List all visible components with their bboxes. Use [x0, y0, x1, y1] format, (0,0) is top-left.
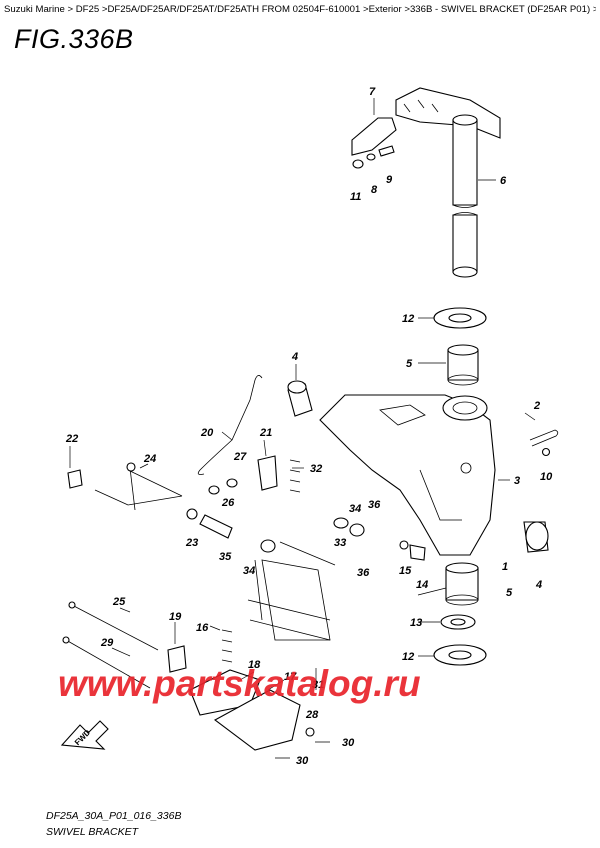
callout-18: 18 [248, 659, 261, 671]
callout-15: 15 [399, 565, 412, 577]
callout-5a: 5 [406, 358, 413, 370]
callout-14: 14 [416, 579, 428, 591]
parts-2-10-pin [529, 429, 559, 457]
parts-14-15 [399, 540, 426, 561]
callout-7: 7 [369, 86, 376, 98]
callout-33: 33 [334, 537, 346, 549]
callout-24: 24 [143, 453, 156, 465]
parts-17-18-clamp [189, 669, 301, 751]
parts-28-30 [275, 727, 330, 759]
drawing-name: SWIVEL BRACKET [46, 826, 138, 838]
figure-title: FIG.336B [14, 24, 134, 54]
callout-32: 32 [310, 463, 322, 475]
callout-4b: 4 [535, 579, 542, 591]
callout-12a: 12 [402, 313, 414, 325]
part-13-washer [440, 614, 476, 630]
part-12-washer-lower [433, 644, 487, 666]
callout-34b: 34 [243, 565, 255, 577]
callout-2: 2 [533, 400, 540, 412]
parts-22-24-lever [67, 462, 183, 511]
callout-13: 13 [410, 617, 422, 629]
breadcrumb: Suzuki Marine > DF25 >DF25A/DF25AR/DF25A… [4, 4, 596, 15]
part-20-wire [197, 375, 263, 475]
callout-29: 29 [100, 637, 114, 649]
callout-8: 8 [371, 184, 378, 196]
watermark: www.partskatalog.ru [58, 663, 421, 704]
parts-8-9-11-fasteners [352, 145, 395, 169]
parts-21-27-clip [226, 455, 278, 491]
parts-23-26-35-pins [186, 485, 276, 553]
part-4-bushings [287, 380, 549, 553]
callout-11: 11 [350, 191, 361, 203]
callout-5b: 5 [506, 587, 513, 599]
callout-4a: 4 [291, 351, 298, 363]
parts-25-29-bolts [62, 601, 159, 689]
callout-25: 25 [112, 596, 126, 608]
callout-10: 10 [540, 471, 553, 483]
part-5-bushing-lower [445, 562, 479, 606]
part-5-bushing-upper [447, 344, 479, 386]
callout-22: 22 [65, 433, 78, 445]
callout-3: 3 [514, 475, 520, 487]
callout-30b: 30 [296, 755, 309, 767]
callout-26: 26 [221, 497, 235, 509]
callout-31: 31 [312, 679, 324, 691]
callout-28: 28 [305, 709, 319, 721]
callout-1: 1 [502, 561, 508, 573]
callout-36a: 36 [368, 499, 381, 511]
callout-35: 35 [219, 551, 232, 563]
callout-19: 19 [169, 611, 182, 623]
callout-36b: 36 [357, 567, 370, 579]
callout-16: 16 [196, 622, 209, 634]
parts-16-19 [167, 629, 233, 673]
callout-30a: 30 [342, 737, 355, 749]
callout-17: 17 [284, 671, 297, 683]
callout-labels: 7 11 8 9 6 12 5 4 2 10 20 21 27 32 22 24… [65, 86, 553, 767]
fwd-arrow-icon [60, 720, 109, 750]
part-31-tilt-lever [247, 541, 336, 641]
part-3-swivel-bracket [319, 394, 496, 556]
callout-9: 9 [386, 174, 393, 186]
parts-33-34 [333, 517, 365, 537]
callout-27: 27 [233, 451, 247, 463]
part-32-spring [289, 459, 301, 493]
callout-6: 6 [500, 175, 507, 187]
callout-21: 21 [259, 427, 272, 439]
callout-23: 23 [185, 537, 198, 549]
leader-lines [69, 98, 536, 691]
drawing-code: DF25A_30A_P01_016_336B [46, 810, 182, 822]
callout-34a: 34 [349, 503, 361, 515]
callout-20: 20 [200, 427, 214, 439]
part-12-washer-upper [433, 307, 487, 329]
callout-12b: 12 [402, 651, 414, 663]
part-6-tube [452, 114, 478, 278]
